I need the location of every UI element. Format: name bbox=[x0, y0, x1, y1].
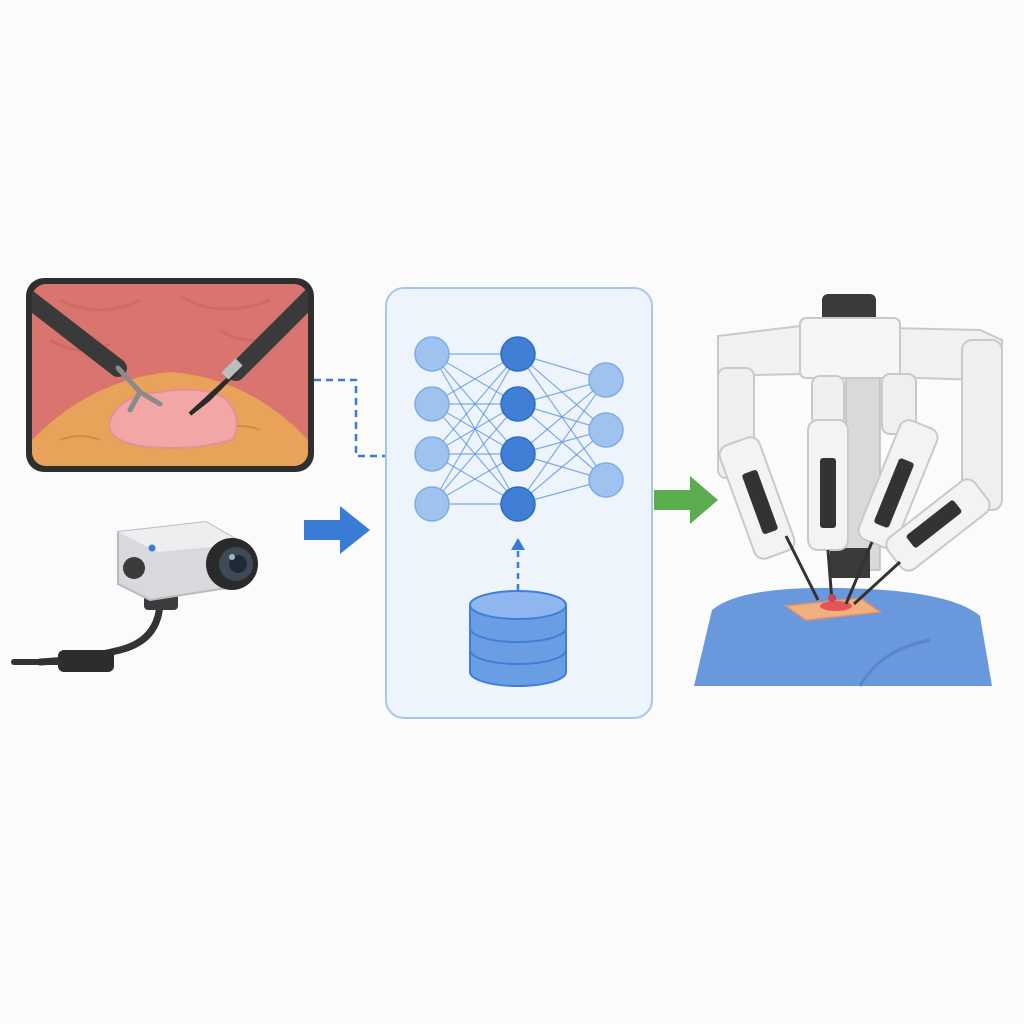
right-instrument-shaft bbox=[227, 287, 308, 381]
database-icon bbox=[469, 590, 567, 687]
network-edge bbox=[517, 429, 607, 505]
instrument-tip bbox=[188, 370, 238, 416]
robot-column-cap bbox=[822, 294, 876, 322]
network-node bbox=[414, 436, 450, 472]
network-edge bbox=[517, 379, 607, 505]
camera-knob bbox=[123, 557, 145, 579]
cable-plug bbox=[58, 650, 114, 672]
robot-arm-4 bbox=[852, 339, 1003, 606]
network-node bbox=[588, 462, 624, 498]
video-camera-icon bbox=[11, 520, 258, 672]
network-node bbox=[500, 486, 536, 522]
network-edge bbox=[517, 379, 607, 455]
neural-network-icon bbox=[414, 336, 624, 522]
network-edge bbox=[431, 353, 519, 505]
left-instrument-shaft bbox=[32, 291, 127, 377]
grasper-jaws bbox=[115, 365, 163, 413]
patient-drape bbox=[694, 587, 992, 686]
network-node bbox=[414, 486, 450, 522]
network-node bbox=[588, 412, 624, 448]
robot-arm-3 bbox=[844, 373, 939, 605]
surgical-video-frame-icon bbox=[26, 278, 314, 472]
surgical-robot-icon bbox=[694, 294, 1003, 687]
network-node bbox=[414, 336, 450, 372]
network-node bbox=[414, 386, 450, 422]
network-edge bbox=[431, 403, 519, 505]
frame-to-network-connector bbox=[314, 378, 388, 458]
arrow-right-icon bbox=[304, 506, 370, 554]
network-edge bbox=[431, 353, 519, 455]
network-node bbox=[500, 386, 536, 422]
camera-led bbox=[148, 544, 156, 552]
robot-arm-2 bbox=[807, 375, 849, 603]
network-node bbox=[588, 362, 624, 398]
network-node bbox=[500, 436, 536, 472]
robot-arm-1 bbox=[717, 367, 820, 601]
network-node bbox=[500, 336, 536, 372]
arrow-right-icon bbox=[654, 476, 718, 524]
